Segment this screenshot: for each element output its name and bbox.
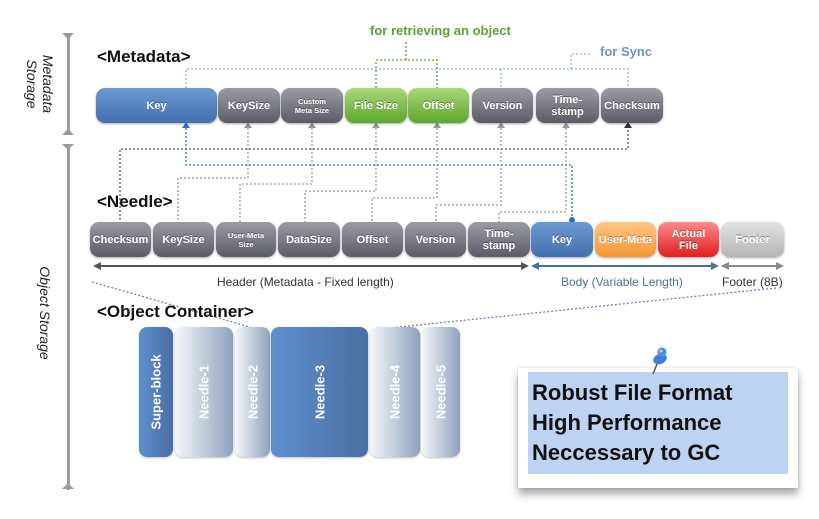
block-label: Needle-2	[245, 364, 260, 420]
object-bracket-bottom-cap	[62, 483, 74, 489]
field-label: Key	[146, 99, 167, 112]
needle-field-actual-file: Actual File	[658, 222, 719, 257]
needle-field-user-meta-size: User-Meta Size	[216, 222, 276, 257]
needle-zoom-right	[369, 287, 777, 331]
field-label: Offset	[356, 233, 389, 246]
needle-zoom-left	[91, 281, 261, 331]
field-label: KeySize	[227, 99, 271, 112]
metadata-field-offset: Offset	[408, 88, 469, 123]
field-label: Time- stamp	[551, 93, 584, 118]
needle-field-offset: Offset	[342, 222, 403, 257]
needle-field-keysize: KeySize	[153, 222, 214, 257]
filesize-link	[304, 124, 377, 232]
field-label: KeySize	[162, 233, 205, 246]
header-range-label: Header (Metadata - Fixed length)	[217, 275, 394, 289]
container-block-needle-5: Needle-5	[421, 327, 460, 457]
needle-title: <Needle>	[97, 192, 173, 211]
needle-field-datasize: DataSize	[278, 222, 340, 257]
metadata-field-checksum: Checksum	[601, 88, 663, 123]
field-label: Offset	[422, 99, 455, 112]
metadata-field-keysize: KeySize	[218, 88, 280, 123]
needle-field-checksum: Checksum	[90, 222, 151, 257]
metadata-storage-bracket	[67, 33, 70, 135]
keysize-link	[177, 124, 249, 232]
metadata-field-key: Key	[96, 88, 217, 123]
field-label: Footer	[735, 233, 770, 246]
metadata-field-file-size: File Size	[345, 88, 407, 123]
block-label: Needle-1	[196, 364, 212, 420]
checksum-link	[119, 124, 629, 232]
retrieving-connector	[375, 40, 438, 92]
field-label: Version	[482, 99, 523, 112]
field-label: User-Meta Size	[227, 230, 265, 249]
container-block-super-block: Super-block	[139, 327, 173, 457]
note-line: High Performance	[532, 410, 722, 435]
container-block-needle-4: Needle-4	[370, 327, 420, 457]
needle-field-key: Key	[531, 222, 593, 257]
field-label: File Size	[353, 99, 399, 112]
metadata-field-time-stamp: Time- stamp	[536, 88, 599, 123]
needle-field-time-stamp: Time- stamp	[468, 222, 530, 257]
metadata-field-custom-meta-size: Custom Meta Size	[281, 88, 343, 123]
custom-meta-link	[239, 124, 313, 232]
note-line: Robust File Format	[532, 380, 733, 405]
version-link	[435, 124, 502, 232]
needle-field-footer: Footer	[721, 222, 784, 257]
needle-field-user-meta: User-Meta	[595, 222, 656, 257]
retrieving-annotation: for retrieving an object	[370, 23, 511, 38]
field-label: Checksum	[92, 233, 149, 246]
field-label: Time- stamp	[482, 227, 516, 252]
block-label: Needle-3	[312, 364, 327, 420]
note-body: Robust File Format High Performance Necc…	[528, 372, 788, 474]
note-line: Neccessary to GC	[532, 440, 721, 465]
needle-field-version: Version	[405, 222, 466, 257]
timestamp-link	[498, 124, 567, 232]
field-label: Custom Meta Size	[294, 96, 330, 115]
pushpin-icon	[652, 347, 667, 375]
container-block-needle-3: Needle-3	[271, 327, 368, 457]
sync-connector	[185, 53, 629, 92]
metadata-title: <Metadata>	[97, 47, 191, 66]
block-label: Needle-5	[433, 364, 448, 420]
container-block-needle-2: Needle-2	[235, 327, 270, 457]
body-range-label: Body (Variable Length)	[561, 275, 683, 289]
field-label: Actual File	[671, 227, 706, 252]
block-label: Super-block	[148, 354, 164, 430]
field-label: Checksum	[604, 99, 660, 112]
container-block-needle-1: Needle-1	[175, 327, 233, 457]
field-label: Version	[415, 233, 456, 246]
object-storage-bracket	[67, 144, 70, 490]
field-label: Key	[551, 233, 573, 246]
offset-link	[371, 124, 438, 232]
block-label: Needle-4	[387, 364, 403, 420]
key-link-connector	[185, 124, 573, 220]
field-label: User-Meta	[598, 233, 653, 246]
sync-annotation: for Sync	[600, 44, 653, 59]
metadata-bracket-bottom-cap	[62, 129, 74, 135]
container-title: <Object Container>	[97, 302, 254, 321]
highlight-note: Robust File Format High Performance Necc…	[518, 368, 798, 488]
footer-range-label: Footer (8B)	[722, 275, 783, 289]
field-label: DataSize	[286, 233, 332, 246]
metadata-field-version: Version	[472, 88, 533, 123]
